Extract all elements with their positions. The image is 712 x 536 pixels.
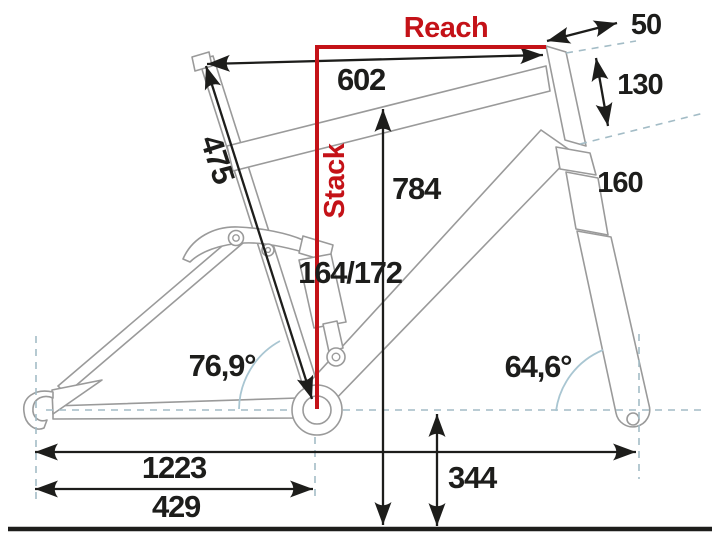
shock-lower-eyelet [326, 347, 346, 367]
shock-lower-eyelet-axle [331, 352, 341, 362]
seat-angle-value: 76,9° [189, 348, 257, 383]
shock-travel-value: 164/172 [298, 255, 402, 290]
head-tube [545, 45, 587, 147]
fork-stanchion [565, 171, 609, 236]
head-tube-dim-line [591, 57, 613, 127]
reach-label: Reach [404, 12, 489, 44]
wheelbase-value: 1223 [142, 450, 207, 485]
stem-dim-line [546, 20, 618, 44]
fork-lower-leg [576, 230, 651, 428]
rear-dropout-plate [51, 379, 103, 415]
head-angle-arc [555, 349, 604, 412]
fork-crown [555, 146, 597, 176]
chainstay-value: 429 [152, 489, 201, 524]
standover-value: 784 [392, 171, 442, 206]
rear-dropout-hook [23, 390, 54, 430]
dimension-lines [8, 20, 712, 532]
shock-shaft [322, 320, 344, 353]
top-tube-dim-line [206, 47, 544, 72]
top-tube [226, 65, 551, 172]
head-tube-value: 130 [617, 69, 662, 101]
seat-tube-dim-line [204, 65, 314, 400]
stem-value: 50 [631, 9, 661, 41]
rocker-link [182, 226, 304, 263]
bb-height-value: 344 [448, 460, 498, 495]
reach-stack-lines [315, 45, 546, 409]
rocker-pivot-rear [227, 229, 245, 247]
guide-lines [35, 40, 705, 500]
head-angle-value: 64,6° [505, 349, 573, 384]
head-tube-top-guide [565, 40, 637, 54]
front-axle [626, 412, 640, 426]
top-tube-value: 602 [337, 62, 385, 97]
chainstay-tube [52, 397, 299, 420]
fork-travel-value: 160 [597, 167, 642, 199]
head-tube-bottom-guide [579, 112, 705, 145]
stack-label: Stack [319, 142, 351, 218]
